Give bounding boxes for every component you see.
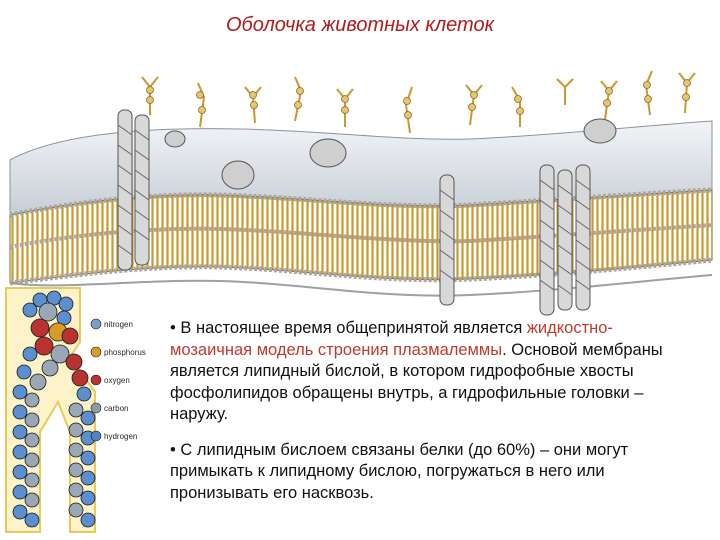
paragraph-1: • В настоящее время общепринятой являетс… [170,318,690,426]
slide-title: Оболочка животных клеток [225,14,495,36]
legend-label-nitrogen: nitrogen [104,320,133,329]
fluid-mosaic-model-highlight: жидкостно-мозаичная модель строения плаз… [170,319,613,359]
paragraph-1-prefix: • В настоящее время общепринятой являетс… [170,319,527,337]
cell-membrane-illustration [9,70,713,316]
legend-label-phosphorus: phosphorus [104,348,146,357]
legend-item-oxygen: oxygen [90,374,130,386]
description-text: • В настоящее время общепринятой являетс… [170,318,690,518]
legend-item-phosphorus: phosphorus [90,346,146,358]
legend-item-hydrogen: hydrogen [90,430,137,442]
phospholipid-molecule-model: nitrogen phosphorus oxygen carbon hydrog… [5,287,146,533]
legend-item-carbon: carbon [90,402,128,414]
paragraph-2: • С липидным бислоем связаны белки (до 6… [170,440,629,502]
paragraph-1-suffix: . Основой мембраны является липидный бис… [170,340,663,424]
legend-item-nitrogen: nitrogen [90,318,133,330]
legend-label-oxygen: oxygen [104,376,130,385]
atom-legend: nitrogen phosphorus oxygen carbon hydrog… [90,318,146,442]
legend-label-carbon: carbon [104,404,128,413]
legend-label-hydrogen: hydrogen [104,432,137,441]
